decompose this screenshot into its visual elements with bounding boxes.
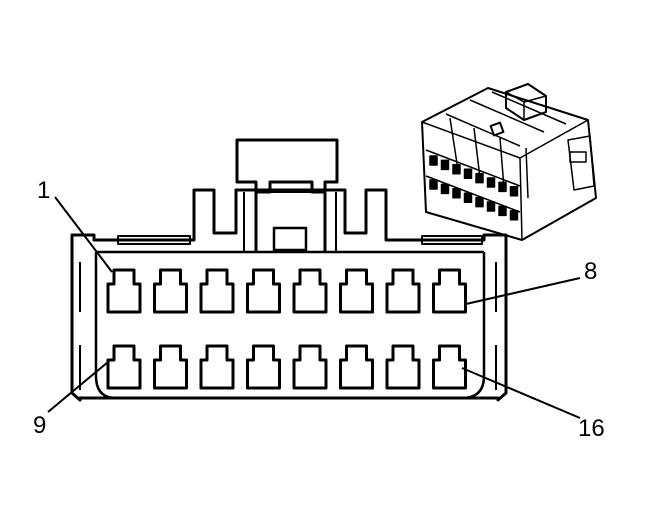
- pin-cavity-9: [106, 344, 142, 390]
- isometric-pin-5: [475, 172, 484, 184]
- pin-cavity-15: [385, 344, 421, 390]
- pin-cavity-4: [246, 268, 281, 314]
- pin-cavity-1: [106, 268, 142, 314]
- isometric-pin-15: [498, 205, 507, 217]
- leader-line-8: [465, 277, 581, 305]
- isometric-pin-11: [452, 188, 461, 199]
- connector-latch: [235, 138, 339, 252]
- isometric-pin-grid: [429, 155, 519, 221]
- isometric-pin-4: [463, 168, 473, 179]
- pin-label-16: 16: [578, 415, 605, 442]
- pin-cavity-10: [153, 344, 188, 390]
- connector-isometric-illustration: [421, 83, 597, 241]
- pin-label-1: 1: [37, 177, 50, 204]
- pin-cavity-11: [199, 344, 235, 390]
- pin-cavity-8: [432, 268, 467, 314]
- pin-cavity-5: [292, 268, 328, 314]
- isometric-pin-14: [486, 201, 496, 212]
- isometric-pin-10: [440, 183, 450, 195]
- pin-cavity-3: [199, 268, 235, 314]
- pin-cavity-16: [432, 344, 467, 390]
- leader-line-1: [54, 196, 113, 273]
- pin-cavity-2: [153, 268, 188, 314]
- isometric-pin-1: [429, 155, 438, 166]
- pin-cavity-13: [292, 344, 328, 390]
- pin-cavity-14: [339, 344, 374, 390]
- isometric-pin-3: [452, 164, 461, 175]
- leader-lines: [47, 196, 581, 419]
- leader-line-9: [47, 361, 109, 413]
- pin-label-9: 9: [33, 412, 46, 439]
- isometric-pin-9: [429, 179, 438, 190]
- pin-cavities: [106, 268, 467, 390]
- leader-line-16: [461, 367, 581, 419]
- isometric-pin-6: [486, 177, 496, 188]
- pin-label-8: 8: [584, 258, 597, 285]
- isometric-pin-16: [509, 210, 519, 221]
- pin-cavity-6: [339, 268, 374, 314]
- isometric-pin-12: [463, 192, 473, 203]
- isometric-pin-13: [475, 196, 484, 208]
- isometric-pin-2: [440, 159, 450, 171]
- pin-cavity-7: [385, 268, 421, 314]
- isometric-pin-8: [509, 186, 519, 197]
- pin-cavity-12: [246, 344, 281, 390]
- isometric-pin-7: [498, 181, 507, 193]
- connector-face: [70, 188, 508, 402]
